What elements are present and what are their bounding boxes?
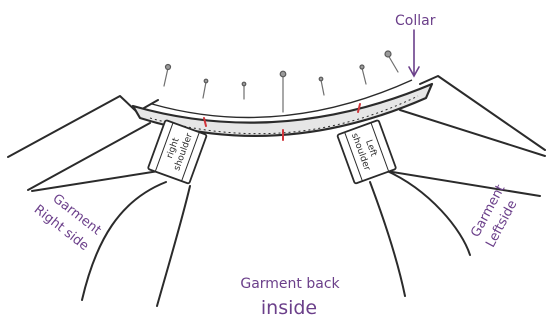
garment-back-label: Garment back bbox=[240, 276, 340, 292]
right-back-curve bbox=[157, 186, 190, 306]
right-armhole-curve bbox=[82, 182, 166, 300]
pin bbox=[242, 82, 246, 99]
left-side-outer-edge bbox=[420, 76, 545, 150]
pin bbox=[319, 77, 324, 95]
pin bbox=[385, 51, 398, 72]
pin bbox=[360, 65, 366, 84]
pin bbox=[164, 65, 171, 87]
collar-arrow bbox=[409, 30, 419, 76]
left-back-curve bbox=[370, 182, 405, 296]
right-side-inner-edge bbox=[28, 123, 150, 190]
pins bbox=[164, 51, 398, 112]
left-shoulder-tag: Left shoulder bbox=[337, 120, 396, 184]
left-side-inner-edge bbox=[400, 110, 545, 156]
right-side-lower-edge bbox=[32, 170, 165, 191]
inside-label: inside bbox=[261, 297, 317, 319]
pin bbox=[203, 79, 208, 98]
collar-label: Collar bbox=[395, 13, 436, 29]
garment-right-side-label: Garment Right side bbox=[31, 186, 104, 254]
left-side-lower-edge bbox=[380, 170, 540, 196]
pin bbox=[280, 71, 286, 112]
right-side-outer-edge bbox=[8, 96, 158, 157]
